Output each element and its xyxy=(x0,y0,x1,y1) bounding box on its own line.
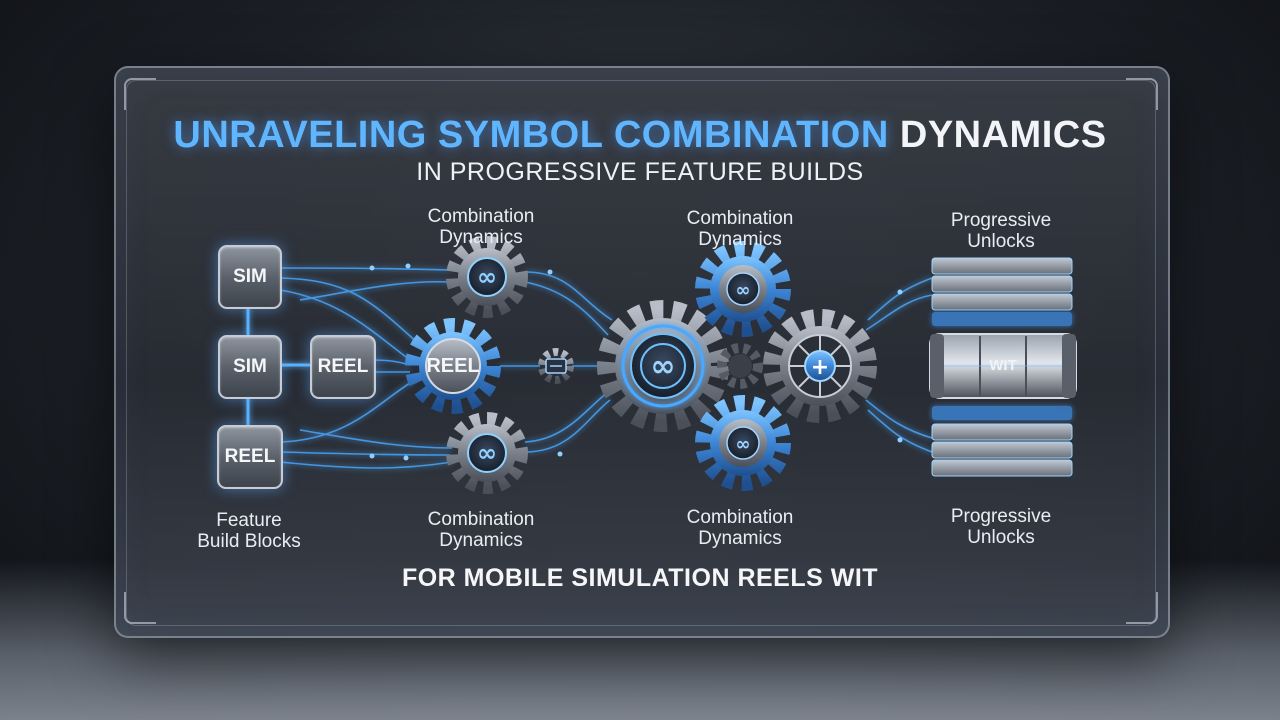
flow-wires-left xyxy=(279,267,453,469)
progressive-stack-top xyxy=(931,257,1073,326)
wire-dots xyxy=(369,263,903,461)
block-sim-top-label: SIM xyxy=(233,266,267,287)
label-combination-bottom-2: Combination Dynamics xyxy=(686,507,794,549)
gear-top-small: ∞ xyxy=(446,236,528,318)
gear-reel xyxy=(405,318,501,414)
gear-top-blue: ∞ xyxy=(695,241,791,337)
progressive-stack-bottom xyxy=(931,406,1073,477)
corner-bracket-bl xyxy=(124,592,156,624)
block-reel-middle-label: REEL xyxy=(317,356,369,377)
svg-text:+: + xyxy=(811,355,829,380)
reel-drum xyxy=(929,333,1077,399)
corner-bracket-tr xyxy=(1126,78,1158,110)
gear-right-plus: + xyxy=(763,309,877,423)
title-highlight: UNRAVELING SYMBOL COMBINATION xyxy=(173,114,889,156)
svg-text:∞: ∞ xyxy=(736,280,751,301)
svg-text:∞: ∞ xyxy=(736,434,751,455)
block-reel-middle: REEL xyxy=(310,335,376,399)
block-sim-middle-label: SIM xyxy=(233,356,267,377)
page-title: UNRAVELING SYMBOL COMBINATION DYNAMICS xyxy=(0,114,1280,157)
corner-bracket-tl xyxy=(124,78,156,110)
page-subtitle: IN PROGRESSIVE FEATURE BUILDS xyxy=(416,158,864,186)
flow-wires-middle xyxy=(500,271,613,453)
label-feature-build-blocks: Feature Build Blocks xyxy=(197,510,301,552)
svg-text:∞: ∞ xyxy=(477,263,497,291)
label-progressive-top: Progressive Unlocks xyxy=(950,210,1052,252)
title-rest: DYNAMICS xyxy=(899,114,1107,156)
corner-bracket-br xyxy=(1126,592,1158,624)
svg-text:∞: ∞ xyxy=(651,349,676,384)
block-sim-top: SIM xyxy=(218,245,282,309)
block-reel-bottom: REEL xyxy=(217,425,283,489)
flow-wires-right xyxy=(865,277,933,453)
gear-bottom-blue: ∞ xyxy=(695,395,791,491)
gear-center-large: ∞ xyxy=(597,300,729,432)
block-reel-bottom-label: REEL xyxy=(224,446,276,467)
label-combination-top-2: Combination Dynamics xyxy=(686,208,794,250)
gear-small-middle xyxy=(717,343,763,389)
footer-caption: FOR MOBILE SIMULATION REELS WIT xyxy=(401,564,879,592)
gear-reel-label: REEL xyxy=(426,355,480,377)
label-combination-top-1: Combination Dynamics xyxy=(427,206,535,248)
label-combination-bottom-1: Combination Dynamics xyxy=(427,509,535,551)
block-connectors xyxy=(246,305,310,425)
svg-text:∞: ∞ xyxy=(477,439,497,467)
glass-panel-inner-border xyxy=(126,80,1156,626)
gear-connector xyxy=(538,348,574,384)
label-progressive-bottom: Progressive Unlocks xyxy=(950,506,1052,548)
reel-drum-symbol: WIT xyxy=(989,357,1017,374)
block-sim-middle: SIM xyxy=(218,335,282,399)
gear-bottom-small: ∞ xyxy=(446,412,528,494)
